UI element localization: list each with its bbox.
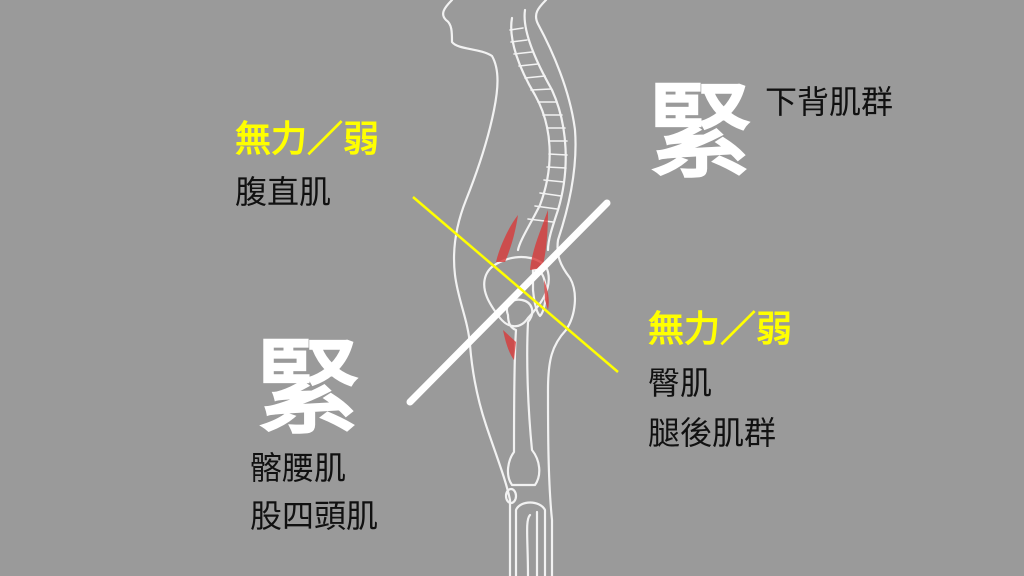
weak-label-upper: 無力／弱 <box>235 119 380 160</box>
tight-axis-line <box>406 199 611 406</box>
gluteal-label: 臀肌 <box>648 364 713 402</box>
femur <box>505 298 541 487</box>
lower-back-muscles-label: 下背肌群 <box>765 83 894 121</box>
weak-axis-line <box>412 196 619 373</box>
body-back-outline <box>534 0 577 576</box>
iliopsoas-label: 髂腰肌 <box>250 449 347 487</box>
tight-label-lower: 緊 <box>256 327 361 449</box>
spine-back <box>523 8 567 252</box>
vertebrae <box>509 27 568 223</box>
hamstrings-label: 腿後肌群 <box>648 414 777 452</box>
tight-label-upper: 緊 <box>648 71 753 193</box>
quadriceps-label: 股四頭肌 <box>250 497 379 535</box>
highlighted-muscles <box>496 210 549 360</box>
body-front-outline <box>442 0 512 576</box>
patella <box>504 487 518 505</box>
rectus-abdominis-label: 腹直肌 <box>235 173 332 211</box>
tibia <box>514 501 547 576</box>
weak-label-lower: 無力／弱 <box>648 309 793 350</box>
